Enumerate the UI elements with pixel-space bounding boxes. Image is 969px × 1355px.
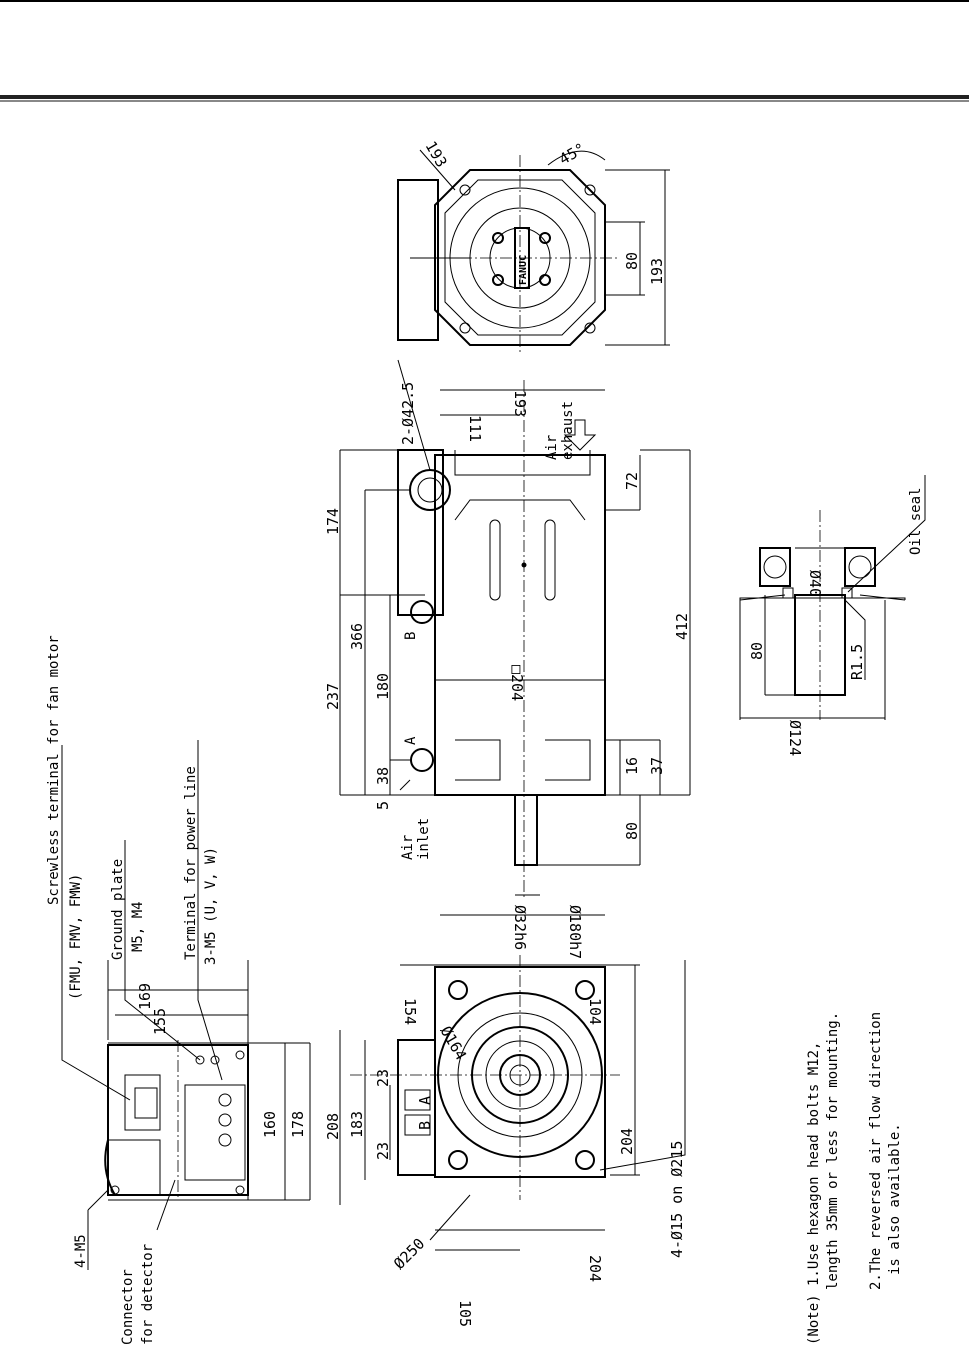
dim-183: 183 bbox=[348, 1111, 366, 1138]
flange-port-b: B bbox=[416, 1121, 434, 1130]
dim-16: 16 bbox=[623, 757, 641, 775]
label-connector: Connector bbox=[120, 1269, 136, 1345]
dim-phi250: Ø250 bbox=[390, 1235, 428, 1273]
label-power-terminal: Terminal for power line bbox=[183, 766, 199, 960]
dim-204-bottom: 204 bbox=[586, 1255, 604, 1282]
rear-fan-view bbox=[397, 149, 670, 355]
note-2-line-1: 2.The reversed air flow direction bbox=[868, 1012, 884, 1290]
label-port-a: A bbox=[403, 736, 419, 745]
dim-193-side: 193 bbox=[511, 390, 529, 417]
dim-174: 174 bbox=[324, 508, 342, 535]
dim-72: 72 bbox=[623, 472, 641, 490]
port-a bbox=[410, 748, 434, 772]
bearing bbox=[759, 547, 791, 587]
motor-shaft bbox=[514, 794, 538, 866]
dim-412: 412 bbox=[673, 613, 691, 640]
air-inlet-arrow bbox=[399, 779, 411, 791]
mounting-hole bbox=[448, 1150, 468, 1170]
labels: Screwless terminal for fan motor (FMU, F… bbox=[46, 138, 924, 1345]
port-b bbox=[410, 600, 434, 624]
terminal-box-side bbox=[397, 449, 444, 616]
label-air-exhaust-1: Air bbox=[544, 435, 560, 460]
dim-193-rear: 193 bbox=[648, 258, 666, 285]
label-port-b: B bbox=[403, 632, 419, 640]
header-rule-shadow bbox=[0, 100, 969, 102]
angle-45-arc bbox=[547, 150, 606, 166]
note-1-line-1: (Note) 1.Use hexagon head bolts M12, bbox=[806, 1042, 822, 1345]
flange-port-a: A bbox=[416, 1096, 434, 1105]
dim-bolt-circle: 4-Ø15 on Ø215 bbox=[668, 1141, 686, 1258]
fan-cover-octagon bbox=[434, 169, 606, 346]
dim-phi164: Ø164 bbox=[437, 1023, 471, 1063]
dim-80-rear: 80 bbox=[623, 252, 641, 270]
dim-phi124: Ø124 bbox=[786, 720, 804, 756]
oil-seal-left bbox=[782, 587, 794, 599]
label-air-exhaust-2: exhaust bbox=[560, 401, 576, 460]
label-ground-plate-sizes: M5, M4 bbox=[130, 901, 146, 952]
dim-169: 169 bbox=[136, 983, 154, 1010]
mounting-hole bbox=[575, 980, 595, 1000]
air-exhaust-arrow bbox=[563, 419, 597, 451]
dim-204-right: 204 bbox=[618, 1128, 636, 1155]
dim-178: 178 bbox=[289, 1111, 307, 1138]
dim-208: 208 bbox=[324, 1113, 342, 1140]
dim-5: 5 bbox=[374, 801, 392, 810]
mounting-hole bbox=[575, 1150, 595, 1170]
dim-155: 155 bbox=[151, 1008, 169, 1035]
mounting-hole bbox=[448, 980, 468, 1000]
label-ground-plate: Ground plate bbox=[110, 859, 126, 960]
label-4-m5: 4-M5 bbox=[73, 1234, 89, 1268]
motor-body-outline bbox=[434, 454, 606, 796]
fan-terminal-box bbox=[397, 179, 439, 341]
connector-for-detector bbox=[104, 1139, 116, 1196]
note-1-line-2: length 35mm or less for mounting. bbox=[825, 1012, 841, 1290]
power-terminal-block bbox=[184, 1084, 246, 1181]
ground-plate bbox=[195, 1055, 205, 1065]
label-air-inlet-2: inlet bbox=[416, 818, 432, 860]
dim-37: 37 bbox=[648, 757, 666, 775]
dim-phi40: Ø40 bbox=[806, 570, 824, 597]
dim-23-upper: 23 bbox=[374, 1069, 392, 1087]
label-power-terminal-spec: 3-M5 (U, V, W) bbox=[203, 847, 219, 965]
label-for-detector: for detector bbox=[140, 1244, 156, 1345]
dim-111: 111 bbox=[466, 415, 484, 442]
dim-angle-45: 45° bbox=[556, 139, 588, 168]
dim-154: 154 bbox=[401, 998, 419, 1025]
dim-104: 104 bbox=[586, 998, 604, 1025]
flange-front-view bbox=[339, 955, 686, 1251]
dim-80-detail: 80 bbox=[748, 642, 766, 660]
dim-80-shaft: 80 bbox=[623, 822, 641, 840]
screwless-terminal bbox=[134, 1087, 158, 1119]
fanuc-logo-text: FANUC bbox=[518, 255, 529, 285]
shaft-seal-detail bbox=[739, 475, 926, 720]
dim-366: 366 bbox=[348, 623, 366, 650]
terminal-box-view bbox=[61, 740, 311, 1270]
dim-phi32h6: Ø32h6 bbox=[511, 905, 529, 950]
dim-237: 237 bbox=[324, 683, 342, 710]
dim-2-holes: 2-Ø42.5 bbox=[399, 382, 417, 445]
label-screwless-terminal: Screwless terminal for fan motor bbox=[46, 635, 62, 905]
oil-seal-right bbox=[841, 587, 853, 599]
header-rule bbox=[0, 95, 969, 99]
top-border bbox=[0, 0, 969, 2]
dim-38: 38 bbox=[374, 767, 392, 785]
label-fan-models: (FMU, FMV, FMW) bbox=[68, 874, 84, 1000]
dim-160: 160 bbox=[261, 1111, 279, 1138]
dim-193-top: 193 bbox=[422, 138, 451, 170]
dim-23-lower: 23 bbox=[374, 1142, 392, 1160]
label-air-inlet-1: Air bbox=[400, 835, 416, 860]
dim-180: 180 bbox=[374, 673, 392, 700]
dim-r1-5: R1.5 bbox=[848, 644, 866, 680]
dim-phi180h7: Ø180h7 bbox=[566, 905, 584, 959]
dim-sq204: □204 bbox=[508, 665, 526, 701]
motor-side-view bbox=[339, 359, 691, 916]
label-oil-seal: Oil seal bbox=[908, 488, 924, 555]
dim-105: 105 bbox=[456, 1300, 474, 1327]
note-2-line-2: is also available. bbox=[887, 1123, 903, 1275]
